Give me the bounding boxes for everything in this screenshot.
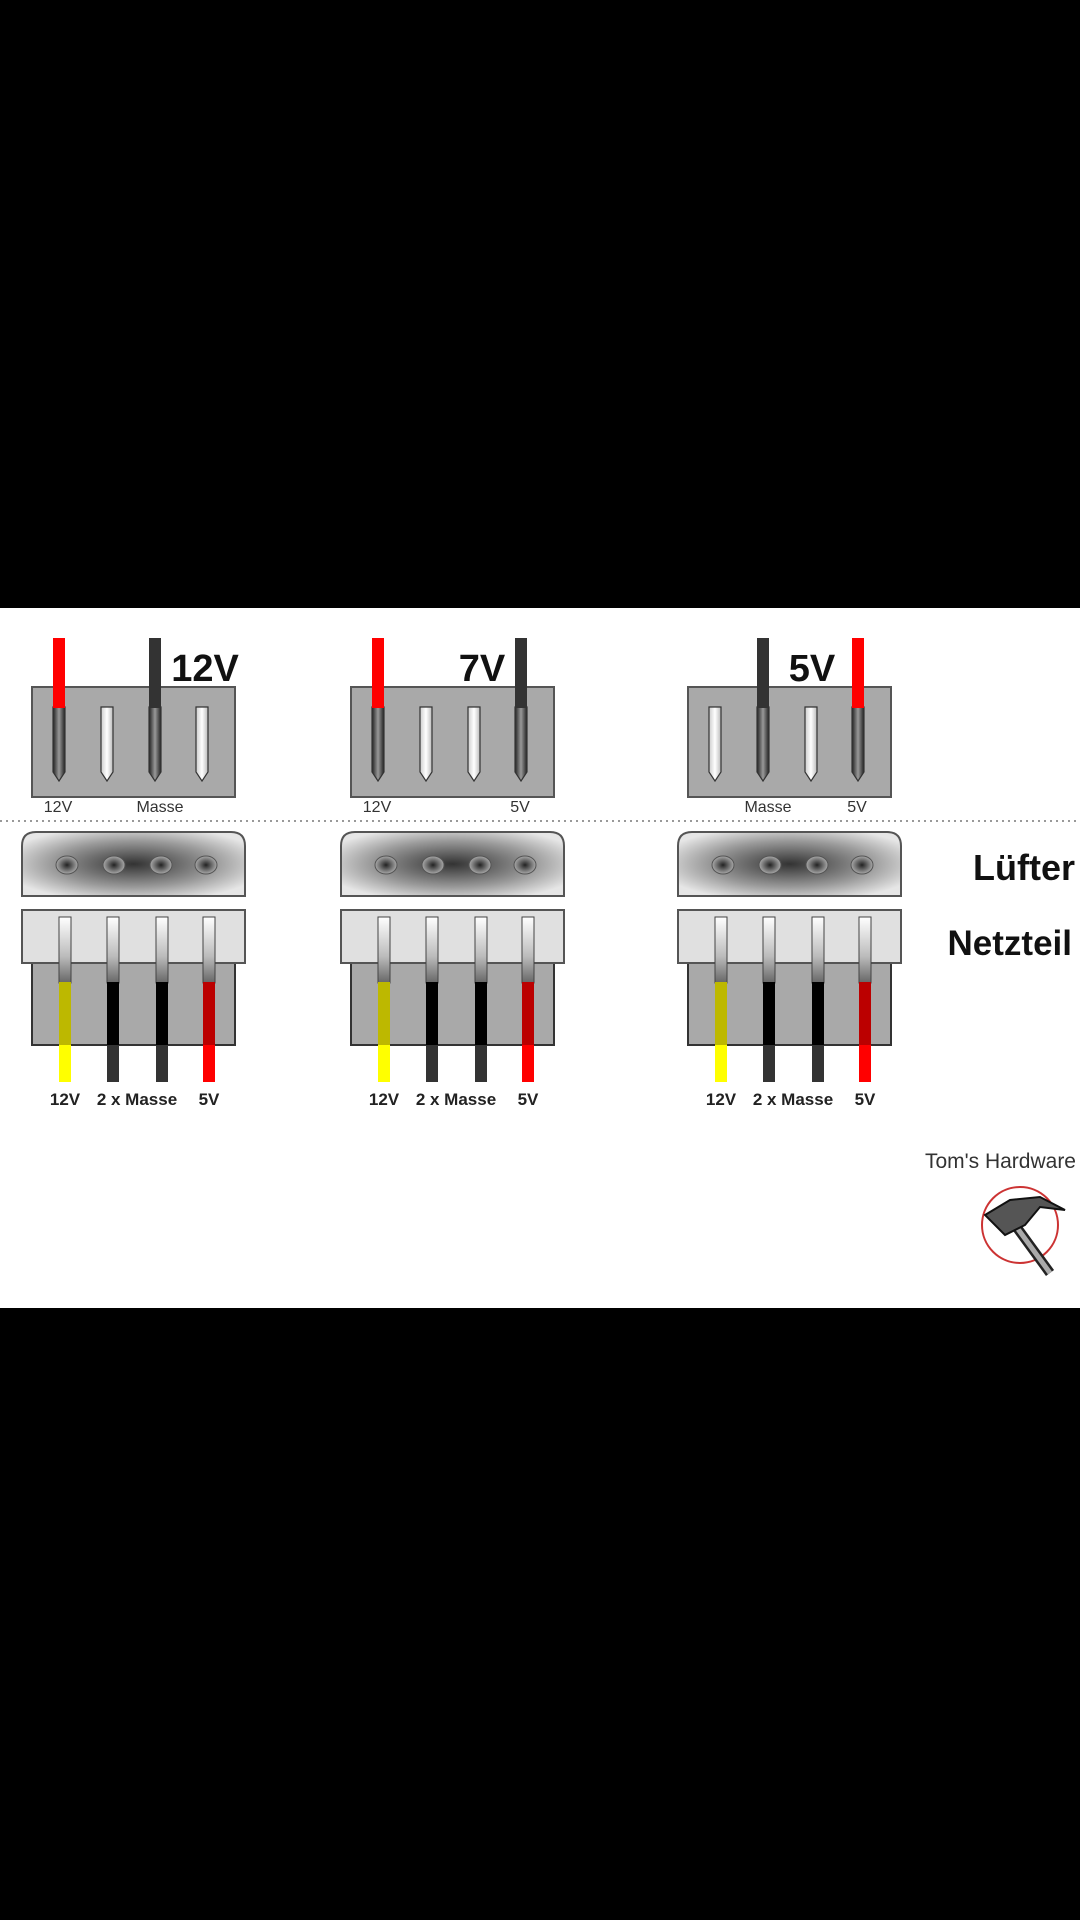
psu-wire-label: 5V [518,1090,539,1109]
psu-wire-inner-black [426,982,438,1045]
panel-7V: 7V 12V 5V 12V 2 x Masse 5V [340,638,565,1109]
psu-pin [762,916,776,984]
psu-socket-hole [513,855,537,875]
psu-socket-hole [194,855,218,875]
psu-socket-hole [758,855,782,875]
psu-wire-label: 12V [369,1090,400,1109]
psu-pin [425,916,439,984]
fan-pin-label: Masse [744,799,791,816]
fan-pin-label: 12V [44,799,73,816]
fan-wire-red [53,638,65,708]
psu-wire-red [859,1045,871,1082]
psu-wire-inner-red [859,982,871,1045]
psu-wire-yellow [378,1045,390,1082]
psu-wire-yellow [715,1045,727,1082]
fan-pin [419,706,433,783]
psu-wire-inner-yellow [378,982,390,1045]
fan-pin [371,706,385,783]
psu-wire-label: 2 x Masse [753,1090,833,1109]
psu-wire-inner-red [203,982,215,1045]
psu-wire-black [763,1045,775,1082]
psu-pin [858,916,872,984]
fan-pin [100,706,114,783]
fan-pin-label: 5V [847,799,867,816]
psu-socket-hole [850,855,874,875]
panel-12V: 12V 12V Masse 12V 2 x Masse 5V [21,638,246,1109]
psu-socket-hole [805,855,829,875]
psu-wire-black [156,1045,168,1082]
fan-pin [467,706,481,783]
psu-wire-label: 12V [50,1090,81,1109]
fan-pin-label: Masse [136,799,183,816]
fan-pin [148,706,162,783]
psu-pin [377,916,391,984]
fan-wire-red [372,638,384,708]
psu-socket-hole [711,855,735,875]
psu-wire-inner-black [156,982,168,1045]
fan-pin [708,706,722,783]
psu-pin [714,916,728,984]
psu-pin [521,916,535,984]
psu-pin [155,916,169,984]
fan-wire-black [757,638,769,708]
psu-pin [811,916,825,984]
psu-pin [202,916,216,984]
psu-socket-front [677,831,902,897]
psu-socket-front [340,831,565,897]
hammer-logo-icon [981,1186,1066,1276]
psu-wire-black [107,1045,119,1082]
psu-socket-hole [421,855,445,875]
psu-pin [474,916,488,984]
psu-wire-inner-red [522,982,534,1045]
psu-socket-hole [102,855,126,875]
psu-socket-front [21,831,246,897]
voltage-title: 12V [171,648,239,690]
fan-pin [195,706,209,783]
psu-socket-hole [468,855,492,875]
psu-wire-label: 2 x Masse [97,1090,177,1109]
psu-socket-hole [55,855,79,875]
panel-5V: 5V Masse 5V 12V 2 x Masse 5V [677,638,902,1109]
psu-wire-black [812,1045,824,1082]
psu-pin [106,916,120,984]
psu-wire-label: 5V [199,1090,220,1109]
psu-wire-label: 12V [706,1090,737,1109]
psu-wire-red [203,1045,215,1082]
section-label-psu: Netzteil [948,924,1072,963]
fan-pin [804,706,818,783]
psu-wire-black [475,1045,487,1082]
psu-wire-label: 2 x Masse [416,1090,496,1109]
fan-pin [851,706,865,783]
voltage-title: 7V [459,648,506,690]
psu-wire-red [522,1045,534,1082]
psu-pin [58,916,72,984]
fan-wire-black [149,638,161,708]
psu-wire-inner-yellow [59,982,71,1045]
fan-pin-label: 5V [510,799,530,816]
section-label-fan: Lüfter [973,847,1075,888]
psu-wire-yellow [59,1045,71,1082]
fan-pin [52,706,66,783]
psu-wire-inner-black [763,982,775,1045]
psu-wire-inner-black [812,982,824,1045]
fan-pin-label: 12V [363,799,392,816]
voltage-title: 5V [789,648,836,690]
fan-pin [514,706,528,783]
fan-pin [756,706,770,783]
psu-wire-inner-black [475,982,487,1045]
psu-wire-inner-yellow [715,982,727,1045]
fan-wire-black [515,638,527,708]
psu-wire-inner-black [107,982,119,1045]
psu-wire-label: 5V [855,1090,876,1109]
brand-label: Tom's Hardware [925,1150,1076,1173]
psu-socket-hole [149,855,173,875]
psu-socket-hole [374,855,398,875]
fan-wire-red [852,638,864,708]
psu-wire-black [426,1045,438,1082]
